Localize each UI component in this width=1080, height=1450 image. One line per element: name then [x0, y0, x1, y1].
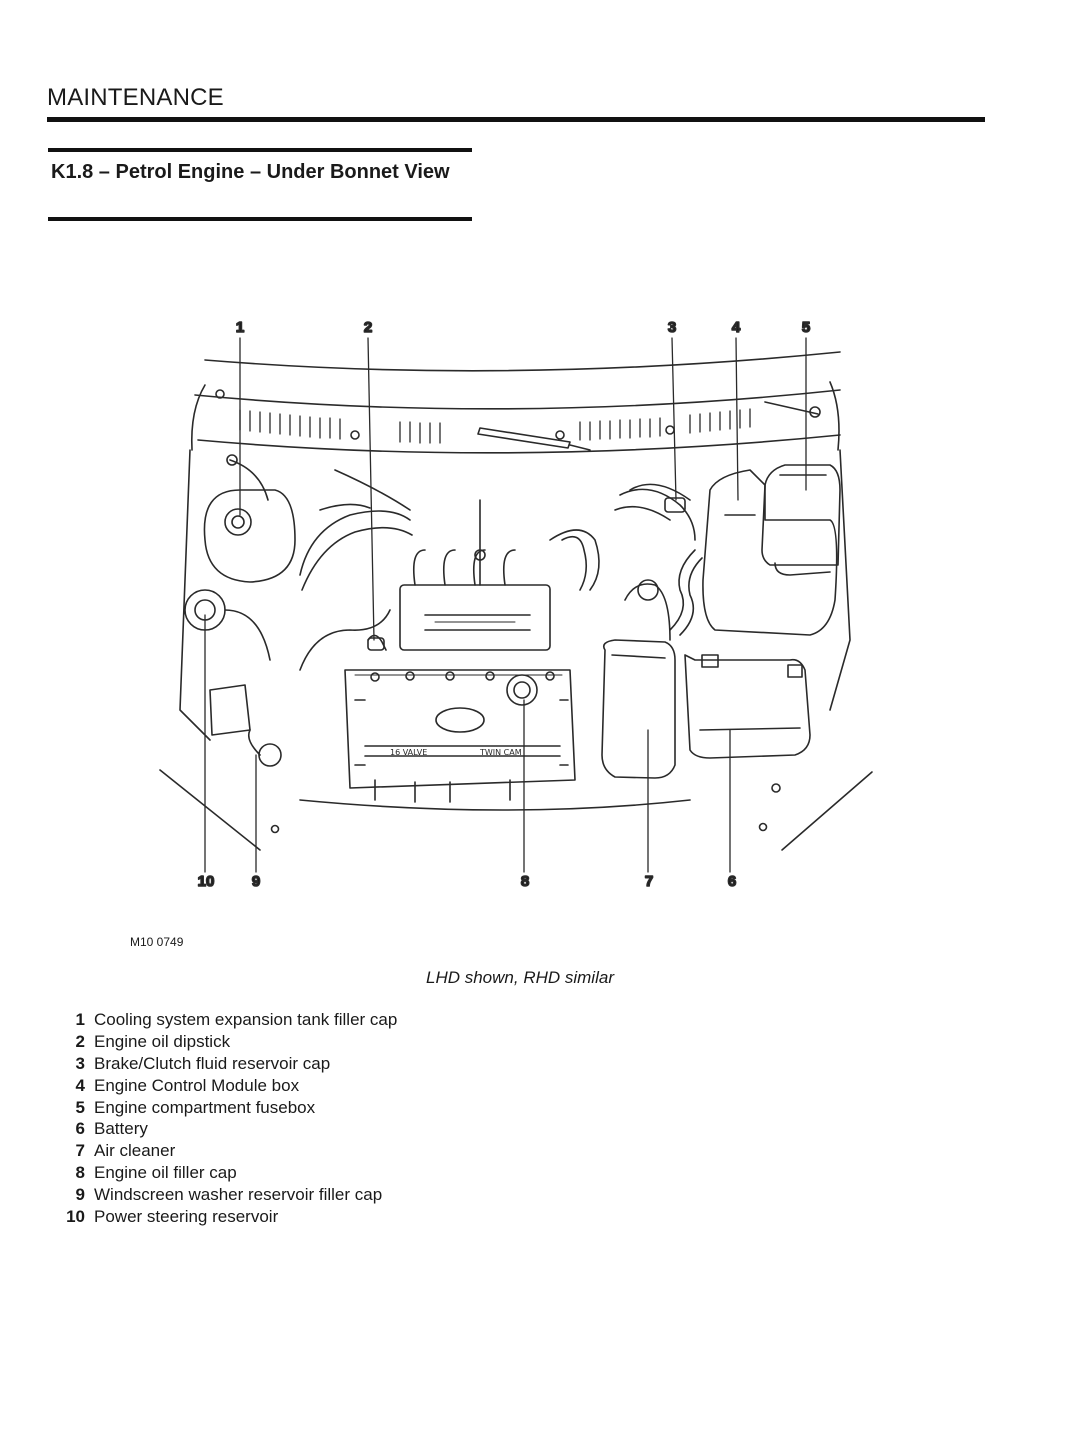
left-inner-wing — [179, 449, 211, 741]
legend-number: 2 — [75, 1031, 85, 1051]
legend-text: Engine compartment fusebox — [94, 1097, 316, 1117]
figure-note: LHD shown, RHD similar — [426, 968, 614, 987]
callout-8: 8 — [521, 873, 529, 890]
legend-number: 9 — [75, 1185, 85, 1205]
figure-id: M10 0749 — [130, 935, 184, 949]
callout-3: 3 — [668, 319, 676, 336]
right-inner-wing — [829, 449, 851, 711]
legend-number: 7 — [75, 1141, 85, 1161]
section-title: K1.8 – Petrol Engine – Under Bonnet View — [51, 161, 450, 183]
intake-manifold — [399, 499, 551, 651]
scuttle-vents — [239, 408, 751, 444]
air-cleaner — [601, 579, 676, 779]
legend-item: 2 Engine oil dipstick — [58, 1031, 397, 1053]
legend-text: Power steering reservoir — [94, 1207, 279, 1227]
left-wing-edge — [159, 769, 261, 851]
page-header: MAINTENANCE — [47, 84, 224, 111]
callout-4: 4 — [732, 319, 741, 336]
legend-item: 3 Brake/Clutch fluid reservoir cap — [58, 1053, 397, 1075]
legend-list: 1 Cooling system expansion tank filler ca… — [58, 1009, 397, 1228]
legend-text: Air cleaner — [94, 1141, 176, 1161]
legend-text: Windscreen washer reservoir filler cap — [94, 1185, 383, 1205]
washer-reservoir — [209, 684, 282, 767]
callout-1: 1 — [236, 319, 244, 336]
callout-2: 2 — [364, 319, 372, 336]
callout-leaders — [204, 337, 807, 873]
legend-text: Engine oil filler cap — [94, 1163, 237, 1183]
legend-item: 5 Engine compartment fusebox — [58, 1097, 397, 1119]
section-rule-bottom — [48, 217, 472, 221]
coolant-expansion-tank — [203, 454, 296, 583]
legend-text: Cooling system expansion tank filler cap — [94, 1010, 398, 1029]
front-panel — [299, 799, 691, 811]
engine-control-module-box — [702, 469, 838, 636]
legend-text: Brake/Clutch fluid reservoir cap — [94, 1053, 331, 1073]
rocker-cover-text-right: TWIN CAM — [479, 748, 522, 757]
legend-number: 10 — [66, 1207, 85, 1227]
windscreen-panel — [190, 351, 841, 454]
dipstick — [367, 634, 387, 651]
callout-7: 7 — [645, 873, 653, 890]
oil-filler-cap — [506, 674, 538, 706]
legend-text: Engine oil dipstick — [94, 1031, 231, 1051]
legend-number: 4 — [75, 1075, 85, 1095]
section-rule-top — [48, 148, 472, 152]
legend-item: 4 Engine Control Module box — [58, 1075, 397, 1097]
legend-number: 8 — [75, 1163, 85, 1183]
battery — [684, 654, 811, 759]
legend-text: Battery — [94, 1119, 148, 1139]
callout-5: 5 — [802, 319, 810, 336]
legend-text: Engine Control Module box — [94, 1075, 300, 1095]
right-wing-edge — [781, 771, 873, 851]
rocker-cover — [344, 669, 576, 803]
legend-item: 9 Windscreen washer reservoir filler cap — [58, 1184, 397, 1206]
callout-6: 6 — [728, 873, 736, 890]
power-steering-reservoir — [184, 589, 271, 661]
legend-item: 7 Air cleaner — [58, 1140, 397, 1162]
engine-compartment-fusebox — [761, 464, 841, 576]
legend-item: 1 Cooling system expansion tank filler ca… — [58, 1009, 398, 1031]
callout-10: 10 — [198, 873, 215, 890]
brake-fluid-reservoir — [614, 483, 703, 636]
legend-number: 3 — [75, 1053, 85, 1073]
legend-number: 1 — [75, 1010, 85, 1029]
header-rule — [47, 117, 985, 122]
rocker-cover-text-left: 16 VALVE — [390, 748, 427, 757]
callout-9: 9 — [252, 873, 260, 890]
coolant-hoses — [299, 469, 600, 671]
legend-number: 6 — [75, 1119, 85, 1139]
legend-item: 10 Power steering reservoir — [58, 1206, 397, 1228]
legend-item: 6 Battery — [58, 1118, 397, 1140]
legend-number: 5 — [75, 1097, 85, 1117]
engine-bay-illustration: 16 VALVE TWIN CAM — [159, 318, 873, 891]
legend-item: 8 Engine oil filler cap — [58, 1162, 397, 1184]
